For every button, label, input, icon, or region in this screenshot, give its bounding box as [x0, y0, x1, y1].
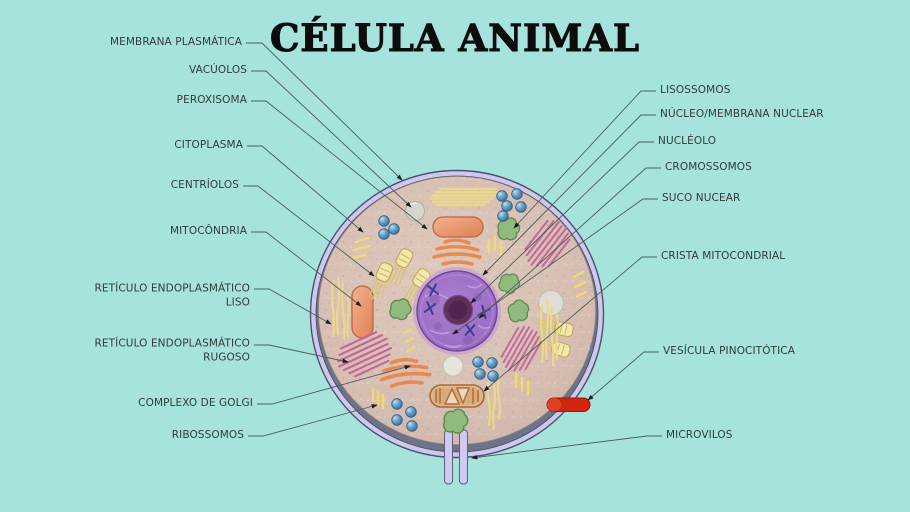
leader-vesicula-pinocitotica	[587, 351, 659, 401]
label-complexo-golgi: COMPLEXO DE GOLGI	[138, 397, 253, 410]
leader-mitocondria	[251, 231, 362, 307]
leader-nucleo-membrana	[482, 114, 656, 276]
leader-centriolos	[243, 185, 375, 277]
leader-vacuolos	[251, 70, 412, 208]
label-membrana-plasmatica: MEMBRANA PLASMÁTICA	[109, 36, 242, 49]
label-citoplasma: CITOPLASMA	[174, 139, 243, 152]
pinocytotic-vesicle	[546, 397, 591, 412]
er-fragments	[350, 234, 588, 410]
nucleus	[413, 267, 501, 355]
leader-nucleolo	[470, 141, 654, 304]
label-mitocondria: MITOCÔNDRIA	[169, 225, 247, 238]
leader-crista-mitocondrial	[483, 256, 657, 392]
leader-peroxisoma	[251, 100, 428, 230]
mitochondria	[351, 216, 484, 339]
label-suco-nucear: SUCO NUCEAR	[662, 192, 741, 205]
label-vesicula-pinocitotica: VESÍCULA PINOCITÓTICA	[663, 345, 795, 358]
leader-lisossomos	[513, 90, 656, 229]
leader-cromossomos	[478, 167, 661, 319]
leader-complexo-golgi	[257, 365, 411, 405]
label-cromossomos: CROMOSSOMOS	[665, 161, 752, 174]
leader-citoplasma	[247, 145, 364, 233]
leader-ret-liso	[254, 288, 332, 325]
page-title: CÉLULA ANIMAL	[269, 15, 641, 60]
label-peroxisoma: PEROXISOMA	[176, 94, 247, 107]
label-reticulo-rugoso: RETÍCULO ENDOPLASMÁTICO RUGOSO	[94, 337, 250, 363]
mitochondrion-cristae	[429, 384, 485, 408]
microvilli	[444, 429, 468, 485]
label-centriolos: CENTRÍOLOS	[170, 179, 239, 192]
label-crista-mitocondrial: CRISTA MITOCONDRIAL	[661, 250, 786, 263]
label-lisossomos: LISOSSOMOS	[660, 84, 731, 97]
smooth-er-top-stripes	[428, 187, 502, 207]
label-nucleo-membrana-nuclear: NÚCLEO/MEMBRANA NUCLEAR	[660, 108, 824, 121]
label-microvilos: MICROVILOS	[666, 429, 733, 442]
leader-microvilos	[471, 435, 662, 460]
ribosomes	[378, 188, 527, 432]
leader-membrana-plasmatica	[246, 42, 403, 181]
label-vacuolos: VACÚOLOS	[189, 64, 247, 77]
leader-ribossomos	[248, 404, 378, 437]
leader-suco-nucear	[452, 198, 658, 335]
leader-lines	[243, 42, 662, 460]
label-ribossomos: RIBOSSOMOS	[171, 429, 244, 442]
leader-ret-rugoso	[254, 344, 349, 364]
label-nucleolo: NUCLÉOLO	[658, 135, 717, 148]
label-reticulo-liso: RETÍCULO ENDOPLASMÁTICO LISO	[94, 282, 250, 308]
